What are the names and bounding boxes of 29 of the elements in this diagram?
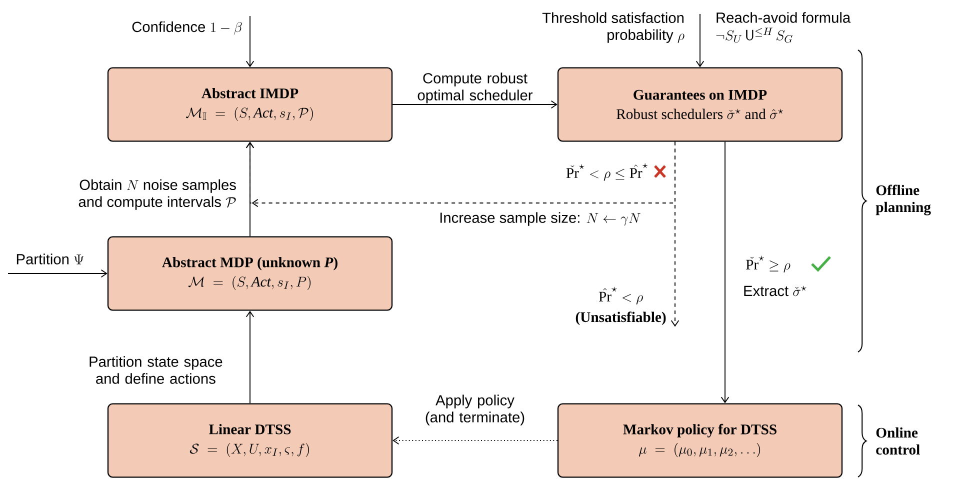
arrow	[696, 14, 704, 68]
process-box: Abstract IMDP $\mathcal{M}_{\mathbb{I}} \;=\; (S, \mathit{Act}, s_I, \mathcal{P})$	[107, 67, 393, 142]
edge-label: Compute robust optimal scheduler	[418, 72, 533, 104]
edge-label: $\text{Partition } \Psi$	[16, 254, 84, 264]
arrow	[246, 16, 254, 68]
label: $\check{\mathrm{Pr}}^{\star} < \rho \leq \hat{\mathrm{Pr}}^{\star}$	[566, 163, 648, 181]
process-box: Linear DTSS $\mathcal{S} \;=\; (X, U, x_I, \varsigma, f)$	[107, 403, 393, 478]
arrow	[392, 100, 558, 109]
arrow	[8, 269, 108, 278]
arrow	[392, 436, 558, 445]
edge-label: $\text{Increase sample size: } N \leftarrow \gamma N$	[440, 212, 640, 226]
process-box: Guarantees on IMDP $\text{Robust schedulers } \check{\sigma}^{\star} \text{ and } \hat{\sigma}^{\star}$	[557, 67, 843, 142]
process-box: Markov policy for DTSS $\mu \;=\; (\mu_0, \mu_1, \mu_2, \ldots)$	[557, 403, 843, 478]
edge-label: $\begin{array}{r}\text{Obtain } N \text{ noise samples}\\ \text{and compute intervals } \mathcal{P}\end{array}$	[78, 179, 236, 210]
edge-label: $\check{\mathrm{Pr}}^{\star} \geq \rho$	[746, 256, 790, 272]
outcome-text: $\hat{\mathrm{Pr}}^{\star} < \rho$ (Unsatisfiable)	[576, 286, 666, 326]
edge-label: $\begin{array}{r}\text{Threshold satisfaction}\\ \text{probability } \rho\end{array}$	[542, 12, 684, 43]
edge-label: $\text{Confidence } 1-\beta$	[132, 21, 242, 35]
label: $\text{Extract } \check{\sigma}^{\star}$	[744, 286, 806, 296]
side-label: Online control	[876, 427, 920, 455]
edge-label: Apply policy (and terminate)	[426, 394, 524, 426]
label: $\begin{array}{l}\text{Reach-avoid formula}\\ \neg S_U \,\mathsf{U}^{\leq H}\, S_G\end{array}$	[716, 12, 851, 43]
arrow	[246, 310, 254, 404]
arrow	[670, 141, 680, 327]
process-box: Abstract MDP (unknown P) $\mathcal{M} \;=\; (S, \mathit{Act}, s_I, P)$	[107, 236, 393, 311]
edge-label: Partition state space and define actions	[90, 356, 222, 384]
arrow	[246, 141, 676, 208]
side-label: Offline planning	[876, 184, 931, 216]
arrow	[720, 141, 730, 404]
